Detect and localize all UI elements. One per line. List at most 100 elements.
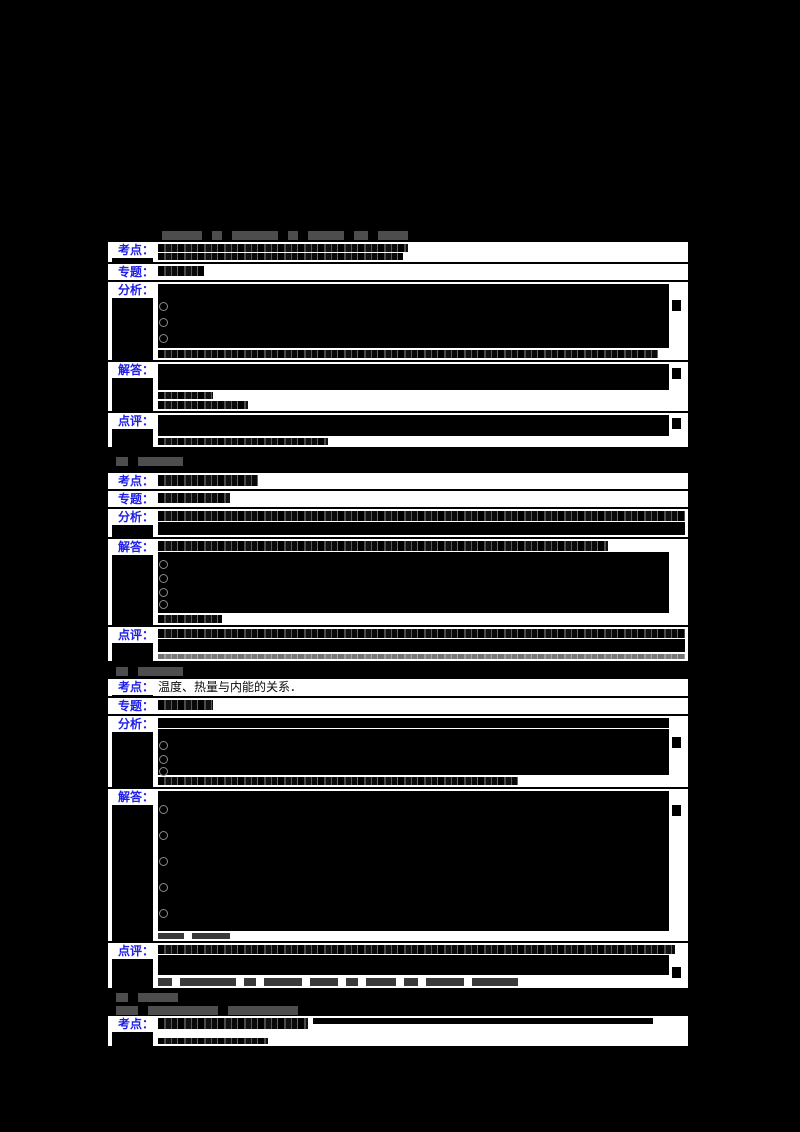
redacted-text-block <box>158 552 669 613</box>
label-cell-filler <box>112 298 153 360</box>
label-cell: 考点： <box>108 242 155 262</box>
label-solution: 解答： <box>108 362 155 378</box>
label-comment: 点评： <box>108 413 155 429</box>
label-test-points: 考点： <box>108 473 155 489</box>
circled-number-glyph <box>159 560 168 569</box>
text-token <box>138 992 178 1002</box>
content-cell <box>155 716 688 787</box>
label-cell: 点评： <box>108 943 155 988</box>
text-token <box>116 992 128 1002</box>
overflow-glyph-fragment <box>688 629 697 640</box>
redacted-text-block <box>158 955 681 978</box>
label-cell: 专题： <box>108 264 155 280</box>
text-token <box>426 978 464 986</box>
text-token <box>404 978 418 986</box>
label-analysis: 分析： <box>108 282 155 298</box>
label-cell: 专题： <box>108 698 155 714</box>
text-token <box>116 1005 138 1015</box>
illegible-text-line <box>158 253 403 260</box>
illegible-text-line <box>158 654 685 659</box>
text-token <box>162 230 202 240</box>
content-cell <box>155 242 688 262</box>
content-cell <box>155 264 688 280</box>
content-cell <box>155 627 697 661</box>
faint-answer-tail-line <box>108 230 688 240</box>
answer-block-3: 考点：温度、热量与内能的关系．专题： 分析： 解答：点评： <box>108 679 688 988</box>
row-solution: 解答： <box>108 789 688 941</box>
overflow-glyph-fragment <box>672 805 681 816</box>
answer-block-2: 考点： 专题： 分析： 解答： 点评： <box>108 473 697 661</box>
label-topic: 专题： <box>108 698 155 714</box>
label-cell: 考点： <box>108 679 155 696</box>
illegible-text-line <box>158 392 213 399</box>
illegible-text-line <box>158 777 518 785</box>
circled-number-glyph <box>159 741 168 750</box>
circled-number-glyph <box>159 805 168 814</box>
content-cell <box>155 1016 688 1046</box>
text-token <box>346 978 358 986</box>
content-cell <box>155 789 688 941</box>
text-token <box>228 1005 298 1015</box>
content-cell <box>155 473 688 489</box>
overflow-glyph-fragment <box>672 967 681 978</box>
redacted-text-block <box>158 729 681 776</box>
label-cell-filler <box>112 959 153 988</box>
illegible-text-line <box>158 266 204 276</box>
label-cell-filler <box>112 378 153 411</box>
question-number-line <box>108 449 688 473</box>
circled-number-glyph <box>159 831 168 840</box>
circled-number-glyph <box>159 600 168 609</box>
text-token <box>472 978 518 986</box>
text-token <box>158 978 172 986</box>
content-cell <box>155 362 688 411</box>
answer-text-line: 温度、热量与内能的关系． <box>158 680 303 694</box>
circled-number-glyph <box>159 767 168 776</box>
label-comment: 点评： <box>108 627 155 643</box>
label-cell-filler <box>112 805 153 941</box>
row-analysis: 分析： <box>108 716 688 787</box>
text-token <box>116 456 128 466</box>
illegible-text-line <box>158 629 697 640</box>
label-cell-filler <box>112 555 153 625</box>
circled-number-glyph <box>159 574 168 583</box>
circled-number-glyph <box>159 909 168 918</box>
row-solution: 解答： <box>108 539 688 625</box>
label-topic: 专题： <box>108 491 155 507</box>
label-test-points: 考点： <box>108 242 155 258</box>
label-analysis: 分析： <box>108 716 155 732</box>
circled-number-glyph <box>159 755 168 764</box>
redacted-text-block <box>158 284 681 348</box>
circled-number-glyph <box>159 318 168 327</box>
question-number-line <box>108 990 688 1004</box>
text-token <box>366 978 396 986</box>
redacted-text-block <box>158 364 681 390</box>
text-token <box>264 978 302 986</box>
content-cell <box>155 491 688 507</box>
overflow-glyph-fragment <box>672 737 681 748</box>
row-analysis: 分析： <box>108 282 688 360</box>
faint-token-line <box>158 978 685 986</box>
label-cell: 专题： <box>108 491 155 507</box>
text-token <box>310 978 338 986</box>
label-cell-filler <box>112 695 153 696</box>
redacted-text-block <box>158 639 685 652</box>
text-token <box>158 933 184 939</box>
illegible-text-line <box>158 615 222 623</box>
illegible-text-line <box>158 475 258 486</box>
content-cell <box>155 413 688 447</box>
label-cell: 解答： <box>108 539 155 625</box>
content-cell <box>155 509 688 537</box>
redacted-text-block <box>158 718 669 728</box>
redacted-text-block <box>158 522 685 535</box>
answer-block-4: 考点： <box>108 1016 688 1046</box>
redacted-text-block <box>158 415 681 436</box>
label-cell: 点评： <box>108 413 155 447</box>
row-test-points: 考点： <box>108 242 688 262</box>
row-comment: 点评： <box>108 413 688 447</box>
illegible-text-line <box>158 244 408 252</box>
row-topic: 专题： <box>108 491 688 507</box>
label-analysis: 分析： <box>108 509 155 525</box>
row-topic: 专题： <box>108 264 688 280</box>
label-cell: 解答： <box>108 789 155 941</box>
